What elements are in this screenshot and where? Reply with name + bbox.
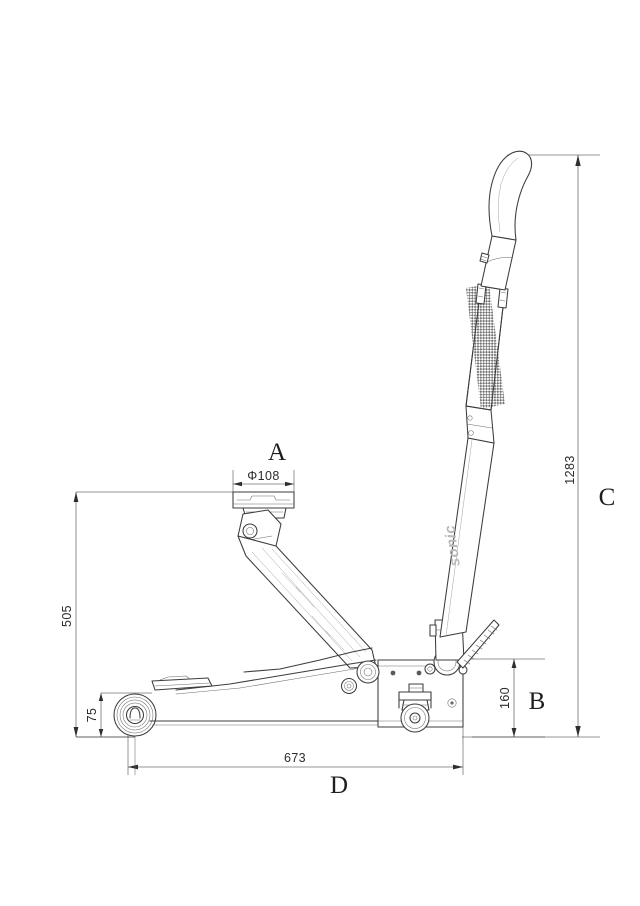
- arrow-a-left: [233, 481, 242, 487]
- arrow-505-bottom: [73, 727, 79, 737]
- front-wheel-assembly: [113, 693, 157, 737]
- pump-side-fitting: [429, 624, 437, 637]
- dim-value-b: 160: [498, 687, 512, 709]
- caster-wheel-ring: [404, 707, 426, 729]
- skid-plate-line: [154, 682, 211, 687]
- caster-wheel-axle: [412, 715, 418, 721]
- handle-upper-button: [479, 252, 490, 264]
- boom-inner-edge-1: [251, 551, 353, 662]
- release-lever-body: [456, 619, 500, 669]
- rear-caster-assembly: [398, 683, 432, 733]
- front-wheel-ring1: [116, 696, 154, 734]
- dim-value-c: 1283: [563, 455, 577, 484]
- handle-upper-button-lines: [480, 255, 488, 262]
- front-wheel-ring3: [122, 702, 148, 728]
- pivot-boss-large-ring: [360, 664, 376, 680]
- chassis-pivot-bosses: [340, 660, 380, 695]
- arrow-d-right: [453, 764, 463, 770]
- dim-value-d: 673: [284, 751, 306, 765]
- dimension-B-min-height: 160 B: [462, 658, 546, 738]
- dimension-D-length: 673 D: [127, 726, 464, 799]
- dim-value-505: 505: [60, 605, 74, 627]
- front-wheel-hub: [125, 705, 145, 725]
- dimension-C-overall-height: 1283 C: [472, 154, 616, 738]
- skid-plate-notch: [159, 675, 191, 681]
- dim-value-a: Φ108: [247, 469, 279, 483]
- handle-collar-bolt: [468, 430, 474, 436]
- boom-rib-a: [281, 572, 301, 593]
- pivot-boss-small-core: [346, 683, 352, 689]
- handle-top-curved-grip: [488, 150, 533, 241]
- handle-upper-seam: [486, 257, 514, 263]
- dim-letter-b: B: [529, 688, 546, 715]
- lift-arm-lower-top-edge: [243, 647, 373, 673]
- release-lever-serrations: [463, 625, 498, 665]
- dim-letter-c: C: [599, 484, 616, 511]
- brand-label: sonic: [441, 524, 464, 568]
- boom-rib-c: [311, 615, 331, 637]
- clamp-right: [497, 287, 509, 309]
- front-wheel-ring2: [119, 699, 151, 731]
- arrow-505-top: [73, 492, 79, 502]
- clamp-left-lines: [477, 287, 485, 298]
- skid-plate-body: [151, 677, 213, 691]
- boom-rib-d: [325, 630, 345, 651]
- arrow-c-bottom: [575, 726, 581, 737]
- arrow-75-bottom: [98, 729, 104, 737]
- caster-fork-arms: [398, 691, 432, 709]
- pump-lower-bolt: [424, 663, 436, 675]
- clamp-right-lines: [499, 291, 507, 302]
- pivot-boss-large: [356, 660, 380, 684]
- handle-grip-inner: [498, 157, 519, 233]
- chassis-rivet-2: [416, 670, 422, 676]
- arrow-d-left: [128, 764, 138, 770]
- arrow-c-top: [575, 155, 581, 166]
- front-wheel-hub-slot: [129, 707, 141, 719]
- caster-wheel-hub: [409, 712, 421, 724]
- arrow-b-bottom: [511, 728, 517, 737]
- arrow-a-right: [285, 481, 294, 487]
- release-lever: [456, 619, 500, 669]
- arrow-75-top: [98, 693, 104, 701]
- dimension-min-pickup-75: 75: [85, 692, 152, 738]
- caster-top-plate: [398, 691, 432, 701]
- lift-arm-pivot-bolt: [242, 523, 258, 539]
- pivot-boss-small-ring: [344, 681, 354, 691]
- pivot-boss-large-core: [363, 667, 373, 677]
- handle-collar-bolt-2: [467, 415, 473, 421]
- arrow-b-top: [511, 659, 517, 668]
- pump-lower-bolt-core: [427, 666, 433, 672]
- dim-letter-a: A: [268, 439, 286, 466]
- handle-mid-collar: [465, 405, 495, 444]
- dimension-A-saddle-diameter: Φ108 A: [232, 439, 295, 496]
- handle-grip-body: [488, 150, 533, 241]
- boom-inner-edge-3: [271, 548, 367, 653]
- lift-arm-pivot-inner: [246, 527, 254, 535]
- chassis-rivet-4-core: [450, 701, 454, 705]
- pivot-boss-small: [340, 677, 358, 695]
- dim-letter-d: D: [330, 772, 348, 799]
- handle-lower-inner-line: [445, 439, 473, 637]
- handle-collar-line1: [466, 423, 493, 429]
- front-skid-plate: [151, 675, 213, 691]
- dim-value-75: 75: [85, 708, 99, 723]
- boom-rib-b: [295, 586, 315, 608]
- boom-inner-edge-2: [261, 547, 361, 658]
- chassis-rivet-1: [390, 670, 396, 676]
- saddle-groove: [236, 495, 291, 501]
